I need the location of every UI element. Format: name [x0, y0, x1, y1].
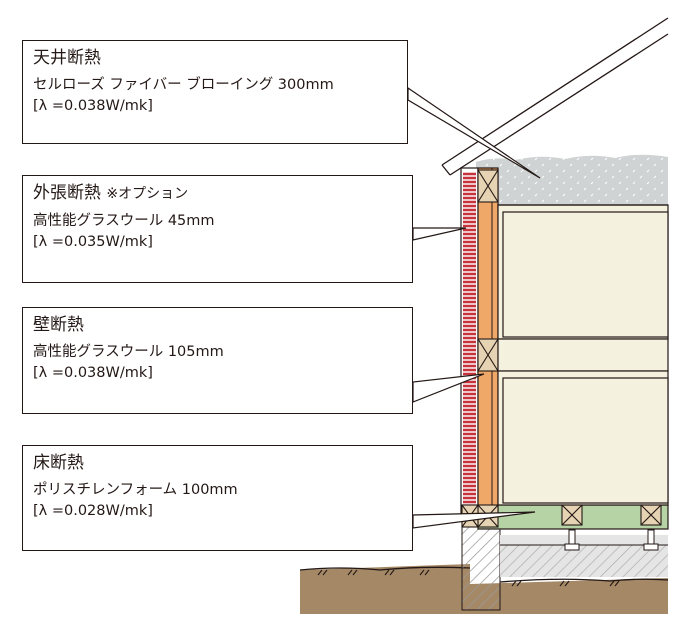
exterior-insulation-callout: 外張断熱 ※オプション 高性能グラスウール 45mm [λ =0.035W/mk…: [22, 175, 413, 283]
foundation: [461, 514, 668, 611]
wall-assembly: [460, 167, 499, 528]
callout-title: 床断熱: [33, 453, 84, 473]
floor-posts: [564, 529, 659, 551]
ceiling-insulation-callout: 天井断熱 セルローズ ファイバー ブローイング 300mm [λ =0.038W…: [22, 40, 408, 144]
callout-lambda: [λ =0.028W/mk]: [33, 503, 153, 519]
callout-material: ポリスチレンフォーム 100mm: [33, 482, 238, 498]
wall-insulation-callout: 壁断熱 高性能グラスウール 105mm [λ =0.038W/mk]: [22, 307, 413, 414]
callout-title: 天井断熱: [33, 48, 101, 68]
callout-lambda: [λ =0.035W/mk]: [33, 234, 153, 250]
callout-title: 外張断熱: [33, 183, 101, 203]
callout-material: 高性能グラスウール 45mm: [33, 213, 215, 229]
callout-lambda: [λ =0.038W/mk]: [33, 365, 153, 381]
callout-material: セルローズ ファイバー ブローイング 300mm: [33, 77, 334, 93]
floor-joists: [561, 504, 662, 526]
ground: [300, 564, 470, 614]
callout-lambda: [λ =0.038W/mk]: [33, 98, 153, 114]
callout-title-row: 外張断熱 ※オプション: [33, 182, 402, 205]
callout-title: 壁断熱: [33, 315, 84, 335]
callout-material: 高性能グラスウール 105mm: [33, 344, 224, 360]
leader-lines: [407, 86, 541, 529]
roof: [441, 17, 669, 176]
callout-option: ※オプション: [106, 186, 189, 202]
rooms: [497, 204, 669, 506]
ceiling-insulation: [476, 154, 668, 205]
floor-insulation-callout: 床断熱 ポリスチレンフォーム 100mm [λ =0.028W/mk]: [22, 445, 413, 551]
